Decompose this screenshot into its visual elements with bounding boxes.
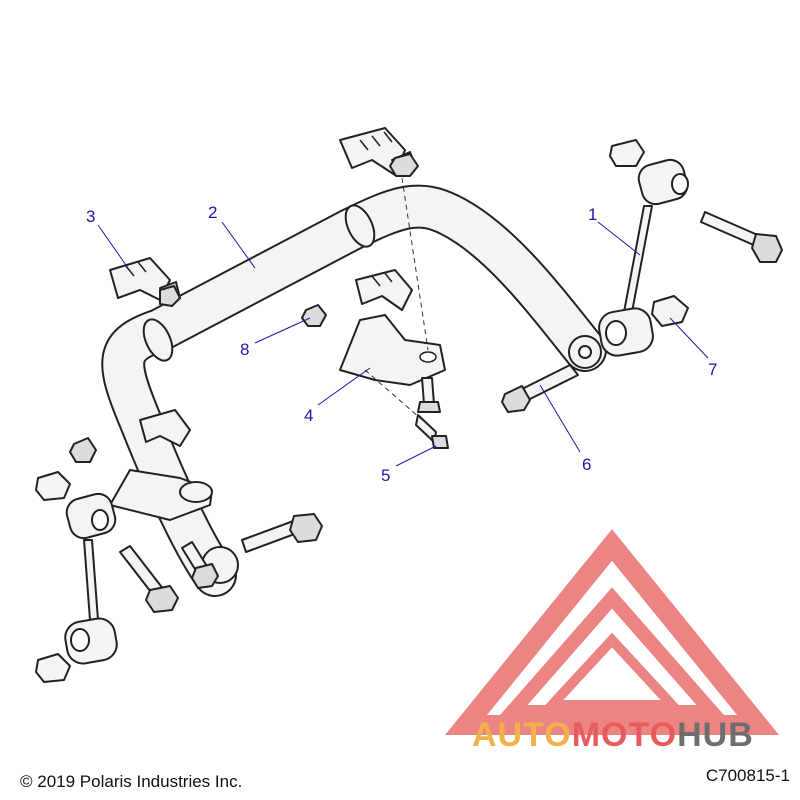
link-right (598, 158, 689, 357)
watermark-hub: HUB (677, 716, 754, 754)
figure-id: C700815-1 (705, 766, 790, 785)
callout-8: 8 (240, 340, 249, 359)
leader-line-2 (221, 221, 256, 269)
nut-left-bushing (159, 285, 181, 307)
leader-line-8 (254, 317, 311, 344)
bushing-center (355, 269, 413, 311)
bolt-bar-end (181, 541, 219, 589)
callout-3: 3 (86, 207, 95, 226)
assembly-line (401, 177, 429, 351)
watermark-auto: AUTO (472, 716, 572, 754)
nut-left-lower (35, 653, 71, 683)
callout-2: 2 (208, 203, 217, 222)
bushing-lower-left (139, 409, 191, 447)
callout-4: 4 (304, 406, 313, 425)
nut-left-middle (35, 471, 71, 501)
leader-line-7 (669, 317, 709, 359)
assembly-line (364, 369, 429, 426)
bolt-5 (415, 377, 449, 449)
watermark-logo (445, 529, 779, 735)
bolt-left-horizontal (241, 513, 323, 553)
bracket (339, 314, 446, 386)
copyright-text: © 2019 Polaris Industries Inc. (20, 772, 243, 791)
callout-5: 5 (381, 466, 390, 485)
callout-6: 6 (582, 455, 591, 474)
leader-line-3 (97, 224, 129, 269)
link-left (64, 492, 118, 665)
leader-line-6 (539, 384, 581, 453)
bolt-left-vertical (119, 545, 179, 613)
leader-line-1 (597, 221, 641, 256)
watermark-text: AUTOMOTOHUB (472, 716, 754, 755)
nut-8 (301, 304, 327, 327)
nut-7 (651, 295, 689, 327)
nut-top (389, 153, 419, 177)
bolt-right (700, 211, 783, 263)
callout-1: 1 (588, 205, 597, 224)
callout-7: 7 (708, 360, 717, 379)
nut-top-right (609, 139, 645, 167)
leader-line-4 (317, 367, 371, 406)
bolt-6 (501, 364, 579, 413)
nut-left-upper (69, 437, 97, 463)
left-bracket (109, 469, 213, 521)
watermark-moto: MOTO (571, 716, 678, 754)
leader-line-5 (395, 445, 437, 467)
